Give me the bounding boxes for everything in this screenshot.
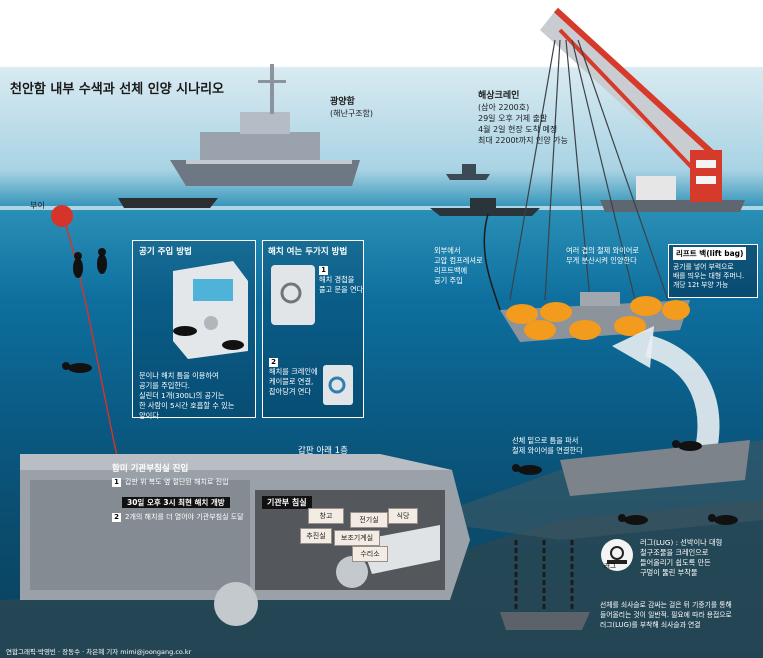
lug-definition-line: 들어올리기 쉽도록 만든 — [640, 558, 711, 567]
lug-method-line: 선체를 쇠사슬로 감싸는 걸은 뒤 기중기를 통해 — [600, 601, 732, 609]
lug-method-line: 들어올리는 것이 일반적. 필요에 따라 용접으로 — [600, 611, 732, 619]
lifted-hull-illustration — [500, 292, 690, 342]
hatch-door-illustration — [271, 265, 315, 325]
stern-step-1-number: 1 — [112, 477, 121, 487]
lift-bag-heading: 리프트 백(lift bag) — [673, 247, 747, 260]
page-title: 천안함 내부 수색과 선체 인양 시나리오 — [10, 82, 224, 97]
hatch-step-2-line: 케이블로 연결, — [269, 377, 314, 386]
stern-heading: 함미 기관부침실 진입 — [112, 464, 189, 474]
chained-hull-illustration — [500, 540, 590, 630]
hatch-step-2-number: 2 — [269, 358, 278, 367]
rescue-ship-illustration — [170, 64, 360, 186]
hatch-step-2: 2 해치를 크레인에 케이블로 연결, 잡아당겨 연다 — [269, 357, 318, 397]
hatch-step-1-line: 해치 경첩을 — [319, 275, 355, 284]
buoy-label: 부이 — [30, 201, 45, 210]
lift-bag-callout: 리프트 백(lift bag) 공기를 넣어 부력으로 배를 띄우는 대형 주머… — [668, 244, 758, 298]
wire-note-line: 여러 겹의 철제 와이어로 — [566, 246, 639, 255]
ship-name: 광양함 — [330, 97, 355, 107]
lug-definition-line: 러그(LUG) : 선박이나 대형 — [640, 538, 723, 547]
room-aux: 보조기계실 — [334, 530, 380, 546]
crane-line-1: 29일 오후 거제 출발 — [478, 114, 548, 123]
room-propulsion: 추진실 — [300, 528, 332, 544]
lift-bag-text: 공기를 넣어 부력으로 배를 띄우는 대형 주머니. 개당 12t 부양 가능 — [673, 263, 744, 290]
ship-subtitle: (해난구조함) — [330, 109, 374, 118]
hatch-step-1-line: 풀고 문을 연다 — [319, 285, 364, 294]
hatch-step-1: 1 해치 경첩을 풀고 문을 연다 — [319, 265, 363, 295]
seabed-note-line: 선체 밑으로 틈을 파서 — [512, 436, 579, 445]
lug-definition-line: 철구조물을 크레인으로 — [640, 548, 709, 557]
stern-highlight-wrap: 30일 오후 3시 최현 해치 개방 — [122, 490, 244, 509]
compressor-note-line: 공기 주입 — [434, 276, 463, 285]
air-text-line: 문이나 해치 틈을 이용하여 — [139, 371, 219, 380]
hatch-crane-illustration — [323, 365, 353, 405]
rescue-ship-label: 광양함 (해난구조함) — [330, 96, 373, 119]
crane-label: 해상크레인 (삼아 2200호) 29일 오후 거제 출발 4월 2일 현장 도… — [478, 90, 568, 146]
hatch-step-2-line: 해치를 크레인에 — [269, 367, 318, 376]
room-electric: 전기실 — [350, 512, 388, 528]
stern-steps: 1 갑판 위 복도 옆 절단된 해치로 진입 30일 오후 3시 최현 해치 개… — [112, 476, 244, 523]
compressor-note-line: 외부에서 — [434, 246, 461, 255]
air-text-line: 양이다. — [139, 411, 162, 420]
lug-icon — [601, 539, 633, 571]
stern-step-2-text: 2개의 해치를 더 열어야 기관부침실 도달 — [125, 513, 244, 521]
hatch-panel-heading: 해치 여는 두가지 방법 — [268, 247, 348, 257]
lug-method: 선체를 쇠사슬로 감싸는 걸은 뒤 기중기를 통해 들어올리는 것이 일반적. … — [600, 600, 732, 630]
hatch-step-2-line: 잡아당겨 연다 — [269, 387, 311, 396]
compressor-note-line: 고압 컴프레셔로 — [434, 256, 483, 265]
seabed-note: 선체 밑으로 틈을 파서 철제 와이어를 연결한다 — [512, 436, 583, 456]
air-injection-panel: 공기 주입 방법 문이나 해치 틈을 이용하여 공기를 주입한다. 실린더 1개… — [132, 240, 256, 421]
engine-room-label: 기관부 침실 — [262, 496, 312, 509]
air-panel-text: 문이나 해치 틈을 이용하여 공기를 주입한다. 실린더 1개(300L)의 공… — [139, 371, 234, 421]
lug-definition-line: 구멍이 뚫린 부착물 — [640, 568, 698, 577]
stern-cutaway-illustration — [20, 454, 470, 626]
air-text-line: 실린더 1개(300L)의 공기는 — [139, 391, 225, 400]
compressor-note: 외부에서 고압 컴프레셔로 리프트백에 공기 주입 — [434, 246, 483, 286]
lug-definition: 러그(LUG) : 선박이나 대형 철구조물을 크레인으로 들어올리기 쉽도록 … — [640, 538, 722, 578]
crane-line-3: 최대 2200t까지 인양 가능 — [478, 136, 569, 145]
lift-bag-text-line: 공기를 넣어 부력으로 — [673, 263, 734, 271]
lug-method-line: 러그(LUG)를 부착해 쇠사슬과 연결 — [600, 621, 701, 629]
air-panel-heading: 공기 주입 방법 — [139, 247, 192, 257]
floating-crane-illustration — [509, 7, 745, 301]
deck-level-label: 갑판 아래 1층 — [298, 446, 348, 456]
stern-step-2-number: 2 — [112, 512, 121, 522]
lift-bag-text-line: 배를 띄우는 대형 주머니. — [673, 272, 745, 280]
crane-name: 해상크레인 — [478, 91, 520, 101]
wire-note: 여러 겹의 철제 와이어로 무게 분산시켜 인양한다 — [566, 246, 639, 266]
hatch-step-1-number: 1 — [319, 266, 328, 275]
wire-note-line: 무게 분산시켜 인양한다 — [566, 256, 637, 265]
room-storage: 창고 — [308, 508, 344, 524]
crane-subtitle: (삼아 2200호) — [478, 103, 530, 112]
room-galley: 식당 — [388, 508, 418, 524]
stern-step-2: 2 2개의 해치를 더 열어야 기관부침실 도달 — [112, 511, 244, 523]
seabed-note-line: 철제 와이어를 연결한다 — [512, 446, 583, 455]
air-text-line: 공기를 주입한다. — [139, 381, 190, 390]
room-repair: 수리소 — [352, 546, 388, 562]
stern-step-1-text: 갑판 위 복도 옆 절단된 해치로 진입 — [125, 478, 229, 486]
stern-step-1: 1 갑판 위 복도 옆 절단된 해치로 진입 — [112, 476, 244, 488]
air-text-line: 한 사람이 5시간 호흡할 수 있는 — [139, 401, 235, 410]
air-injection-illustration — [173, 261, 248, 359]
hatch-opening-panel: 해치 여는 두가지 방법 1 해치 경첩을 풀고 문을 연다 2 해치를 크레인… — [262, 240, 364, 418]
crane-line-2: 4월 2일 현장 도착 예정 — [478, 125, 558, 134]
lug-tag: 러그 — [604, 562, 616, 570]
graphic-credit: 연합그래픽·박영빈 · 장동수 · 차은혜 기자 mimi@joongang.c… — [6, 648, 192, 656]
lift-bag-text-line: 개당 12t 부양 가능 — [673, 281, 729, 289]
compressor-note-line: 리프트백에 — [434, 266, 468, 275]
stern-highlight: 30일 오후 3시 최현 해치 개방 — [122, 497, 230, 508]
